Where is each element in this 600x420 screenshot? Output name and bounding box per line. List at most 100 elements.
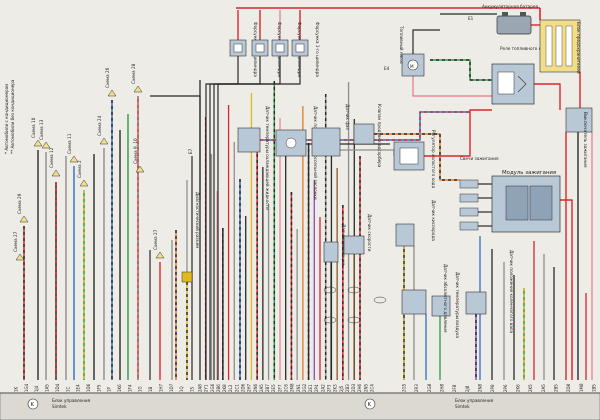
o2-sensor[interactable]: Датчик кислорода (395, 200, 436, 247)
components: Форсунка 4-го цилиндра Форсунка 3-го цил… (181, 4, 593, 338)
center-pin-label: 2C1 (234, 384, 239, 392)
scheme-label-s2[interactable]: Схема 2 (77, 160, 82, 178)
sensor-shields (323, 286, 387, 324)
scheme-label-s11[interactable]: Схема 11 (67, 133, 72, 154)
scheme-marker-s10[interactable] (33, 139, 43, 147)
pump-ground (412, 29, 440, 54)
center-pin-label: 2E5 (271, 384, 276, 392)
ecu-title-center: Блок управления (455, 398, 494, 403)
air-temp-sensor[interactable]: Датчик температуры воздуха (431, 272, 460, 338)
center-pin-label: 2N1 (296, 383, 301, 392)
ecu-badge-center (364, 398, 376, 410)
scheme-marker-s12[interactable] (51, 169, 61, 177)
right-pin-label: 2R3 (414, 384, 419, 392)
diagnostic-connector[interactable]: Диагностический разъем (181, 192, 200, 283)
knock-sensor-label: Датчик детонации (341, 224, 346, 266)
fuel-pump-relay[interactable]: Реле топливного насоса (491, 46, 554, 105)
knock-sensor[interactable]: Датчик детонации (323, 224, 346, 266)
relay-label: Реле топливного насоса (500, 46, 554, 51)
ignition-switch[interactable]: Выключатель зажигания (565, 107, 593, 168)
scheme-label-s28[interactable]: Схема 28 (131, 63, 136, 84)
canister-valve[interactable]: Клапан продувки адсорбера (353, 104, 382, 168)
center-pin-label: 2C6 (284, 384, 289, 392)
left-pin-label: 1K (14, 386, 19, 392)
right-pin-label: 2B5 (554, 384, 559, 392)
left-pin-label: 1Q (179, 386, 184, 392)
wire-layer (23, 7, 593, 380)
mid-link-1 (150, 95, 201, 200)
ignition-module[interactable]: Модуль зажигания (491, 170, 561, 233)
fuel-pump[interactable]: M Топливный насос (399, 25, 425, 77)
idle-regulator[interactable]: Регулятор холостого хода (393, 130, 436, 189)
phase-sensor[interactable]: Датчик фаз (311, 104, 350, 157)
scheme-marker-s9_10[interactable] (135, 165, 145, 173)
right-pin-label: 2P6 (503, 384, 508, 392)
battery[interactable]: Аккумуляторная батарея (482, 4, 538, 35)
svg-text:M: M (410, 64, 414, 69)
left-pin-label: 1G (138, 386, 143, 392)
scheme-marker-s27a[interactable] (15, 253, 25, 261)
ecu-sub-left: Simtek (52, 404, 67, 409)
right-pin-label: 2K5 (528, 384, 533, 392)
left-pin-label: 1E4 (76, 384, 81, 392)
left-pin-label: 1G4 (24, 383, 29, 392)
idle-power (424, 109, 492, 157)
injector-1-label: Форсунка 1-го цилиндра (315, 22, 320, 77)
scheme-label-s27b[interactable]: Схема 27 (153, 229, 158, 250)
scheme-marker-s2[interactable] (79, 179, 89, 187)
ecu-badge-left (27, 398, 39, 410)
center-pin-label: 2N6 (253, 383, 258, 392)
scheme-label-s13[interactable]: Схема 13 (39, 119, 44, 140)
right-pin-label: 2K6 (516, 384, 521, 392)
center-pin-label: 2B7 (265, 384, 270, 392)
fuel-pump-label: Топливный насос (399, 25, 404, 65)
scheme-marker-s26[interactable] (107, 89, 117, 97)
diag-label: Диагностический разъем (195, 192, 200, 248)
right-pin-label: 2D8 (566, 383, 571, 392)
pump-relay-ctrl-stripe (430, 59, 492, 81)
left-pin-label: 1J4 (34, 385, 39, 392)
center-pin-label: 2B6 (216, 384, 221, 392)
left-pin-label: 1D4 (55, 383, 60, 392)
map-sensor[interactable]: Датчик абсолютного давления (401, 264, 448, 333)
spark-plugs[interactable]: Свечи зажигания (459, 156, 499, 231)
scheme-label-s29[interactable]: Схема 29 (17, 193, 22, 214)
scheme-marker-s13[interactable] (41, 141, 51, 149)
speed-sensor[interactable]: Датчик скорости (343, 214, 372, 255)
scheme-label-s24[interactable]: Схема 24 (97, 115, 102, 136)
left-pin-label: 1S (190, 386, 195, 392)
left-pin-label: 1H7 (158, 383, 163, 392)
left-pin-label: 1F5 (96, 384, 101, 392)
coolant-sensor[interactable]: Датчик температуры охлаждающей жидкости (237, 106, 270, 210)
scheme-label-s27a[interactable]: Схема 27 (13, 231, 18, 252)
scheme-marker-s11[interactable] (69, 155, 79, 163)
center-pin-label: 2F7 (277, 384, 282, 392)
left-pin-label: 1A5 (45, 384, 50, 392)
scheme-marker-s28[interactable] (133, 85, 143, 93)
right-pin-label: 2H8 (440, 383, 445, 392)
center-pin-label: 2A2 (320, 384, 325, 392)
pump-relay-link (412, 76, 492, 97)
center-pin-label: 2A8 (198, 384, 203, 392)
scheme-label-s10[interactable]: Схема 10 (31, 117, 36, 138)
scheme-label-s26[interactable]: Схема 26 (105, 67, 110, 88)
terminal-e4: E4 (384, 66, 390, 71)
relay-out (534, 83, 561, 110)
center-pin-label: 2J5 (339, 385, 344, 392)
center-pin-label: 2K3 (333, 384, 338, 392)
o2-sensor-label: Датчик кислорода (431, 200, 436, 241)
left-pin-label: 1D7 (169, 383, 174, 392)
scheme-marker-s29[interactable] (19, 215, 29, 223)
scheme-marker-s27b[interactable] (155, 251, 165, 259)
crank-sensor[interactable]: Датчик положения коленчатого вала (465, 250, 514, 333)
right-pin-label: 1M8 (579, 383, 584, 392)
center-pin-label: 2G6 (210, 383, 215, 392)
fuse-block[interactable]: Блок предохранителей (539, 19, 581, 74)
ecu-badge-left-text: K (31, 402, 35, 408)
injector-1[interactable]: Форсунка 1-го цилиндра (291, 22, 320, 77)
scheme-marker-s24[interactable] (99, 137, 109, 145)
scheme-label-s9_10[interactable]: Схема 9, 10 (133, 138, 138, 164)
scheme-label-s12[interactable]: Схема 12 (49, 147, 54, 168)
